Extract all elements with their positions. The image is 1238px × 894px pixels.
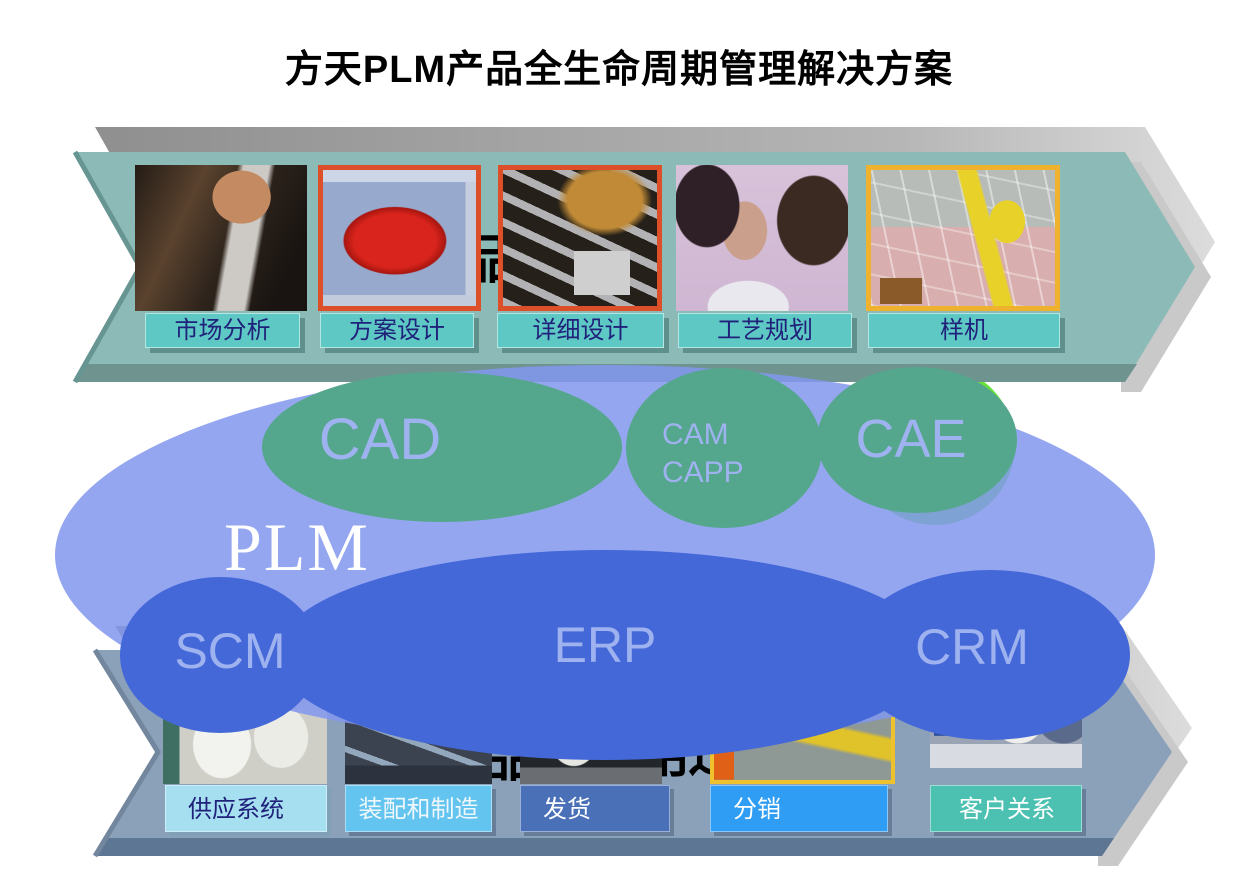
cam-label: CAM — [662, 418, 729, 451]
detailed-design-engine-image — [498, 165, 662, 311]
plm-label: PLM — [224, 509, 370, 585]
erp-ellipse — [275, 550, 935, 760]
scm-label: SCM — [174, 623, 286, 679]
stage-label-concept-design: 方案设计 — [320, 313, 474, 348]
stage-label-detailed-design: 详细设计 — [497, 313, 664, 348]
market-analysis-photo — [135, 165, 307, 311]
cam-capp-label: CAM CAPP — [662, 416, 744, 492]
erp-label: ERP — [553, 617, 657, 673]
stage-label-customer-relations: 客户关系 — [930, 785, 1082, 832]
stage-label-distribution: 分销 — [710, 785, 888, 832]
stage-label-market-analysis: 市场分析 — [145, 313, 300, 348]
page-title: 方天PLM产品全生命周期管理解决方案 — [284, 49, 954, 91]
crm-ellipse — [850, 570, 1130, 740]
cad-ellipse — [262, 372, 622, 522]
cam-capp-ellipse — [626, 368, 822, 528]
stage-label-shipping: 发货 — [520, 785, 670, 832]
cae-label: CAE — [855, 409, 967, 469]
stage-label-prototype: 样机 — [868, 313, 1060, 348]
crm-label: CRM — [915, 619, 1029, 675]
stage-label-supply-system: 供应系统 — [165, 785, 327, 832]
stage-label-assembly-manufacturing: 装配和制造 — [345, 785, 492, 832]
cad-label: CAD — [318, 407, 442, 472]
cae-ellipse — [817, 367, 1017, 513]
concept-design-cad-image — [318, 165, 481, 311]
stage-label-process-planning: 工艺规划 — [678, 313, 852, 348]
capp-label: CAPP — [662, 456, 744, 489]
process-planning-photo — [676, 165, 848, 311]
prototype-robot-simulation-image — [866, 165, 1060, 311]
